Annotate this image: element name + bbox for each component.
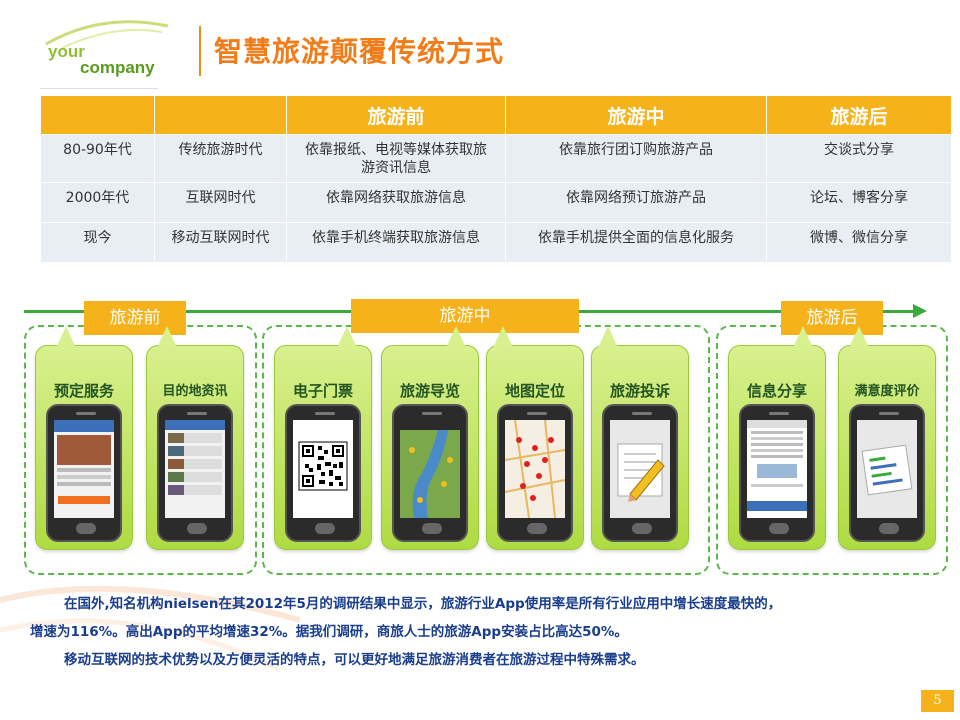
card-label: 地图定位: [504, 382, 565, 400]
card-pointer: [598, 326, 618, 348]
social-feed-screen-icon: [747, 420, 807, 518]
table-cell-age: 互联网时代: [155, 183, 286, 222]
table-row: 现今 移动互联网时代 依靠手机终端获取旅游信息 依靠手机提供全面的信息化服务 微…: [41, 223, 951, 262]
table-header-cell: [41, 96, 154, 134]
card-label: 旅游导览: [399, 382, 460, 400]
phone-icon: [497, 404, 573, 542]
company-logo: your company: [42, 18, 172, 90]
card-satisfaction: 满意度评价: [838, 326, 936, 550]
rating-sheet-icon: [857, 420, 917, 518]
card-booking: 预定服务: [35, 326, 133, 550]
card-map-location: 地图定位: [486, 326, 584, 550]
qr-code-icon: [293, 420, 353, 518]
destination-list-screen-icon: [165, 420, 225, 518]
table-row: 2000年代 互联网时代 依靠网络获取旅游信息 依靠网络预订旅游产品 论坛、博客…: [41, 183, 951, 222]
note-line-3: 移动互联网的技术优势以及方便灵活的特点，可以更好地满足旅游消费者在旅游过程中特殊…: [64, 652, 645, 668]
card-pointer: [793, 326, 813, 348]
table-cell-age: 传统旅游时代: [155, 135, 286, 182]
card-pointer: [849, 326, 869, 348]
phone-icon: [392, 404, 468, 542]
note-line-1: 在国外,知名机构nielsen在其2012年5月的调研结果中显示，旅游行业App…: [64, 596, 782, 612]
document-pencil-icon: [610, 420, 670, 518]
phone-icon: [849, 404, 925, 542]
card-destination-info: 目的地资讯: [146, 326, 244, 550]
card-pointer: [56, 326, 76, 348]
table-cell-before: 依靠手机终端获取旅游信息: [287, 223, 505, 262]
card-e-ticket: 电子门票: [274, 326, 372, 550]
card-label: 目的地资讯: [162, 384, 228, 399]
table-cell-during: 依靠旅行团订购旅游产品: [506, 135, 766, 182]
phone-icon: [739, 404, 815, 542]
page-title: 智慧旅游颠覆传统方式: [214, 35, 505, 68]
phone-icon: [285, 404, 361, 542]
page-number: 5: [921, 690, 954, 712]
card-pointer: [157, 326, 177, 348]
logo-underline: [40, 88, 158, 89]
table-header-during: 旅游中: [506, 96, 766, 134]
table-cell-after: 微博、微信分享: [767, 223, 951, 262]
card-pointer: [493, 326, 513, 348]
table-cell-during: 依靠手机提供全面的信息化服务: [506, 223, 766, 262]
guide-map-screen-icon: [400, 420, 460, 518]
card-tour-guide: 旅游导览: [381, 326, 479, 550]
logo-swoosh-icon: [45, 20, 169, 49]
table-cell-during: 依靠网络预订旅游产品: [506, 183, 766, 222]
card-pointer: [446, 326, 466, 348]
map-pin-screen-icon: [505, 420, 565, 518]
logo-text-your: your: [48, 42, 85, 61]
note-line-2: 增速为116%。高出App的平均增速32%。据我们调研，商旅人士的旅游App安装…: [30, 624, 628, 640]
table-header-row: 旅游前 旅游中 旅游后: [41, 96, 951, 134]
table-cell-era: 2000年代: [41, 183, 154, 222]
header-separator: [199, 26, 201, 76]
timeline-arrow-icon: [913, 304, 927, 318]
card-pointer: [337, 326, 357, 348]
card-label: 满意度评价: [854, 384, 920, 399]
card-label: 预定服务: [53, 382, 114, 400]
era-comparison-table: 旅游前 旅游中 旅游后 80-90年代 传统旅游时代 依靠报纸、电视等媒体获取旅…: [40, 95, 952, 263]
table-cell-after: 论坛、博客分享: [767, 183, 951, 222]
table-cell-before: 依靠网络获取旅游信息: [287, 183, 505, 222]
logo-text-company: company: [80, 58, 155, 77]
table-header-cell: [155, 96, 286, 134]
table-cell-era: 现今: [41, 223, 154, 262]
card-info-share: 信息分享: [728, 326, 826, 550]
card-label: 信息分享: [746, 382, 807, 400]
table-cell-era: 80-90年代: [41, 135, 154, 182]
card-label: 电子门票: [292, 382, 353, 400]
decorative-swoosh-icon: [0, 585, 300, 673]
table-cell-age: 移动互联网时代: [155, 223, 286, 262]
table-cell-before: 依靠报纸、电视等媒体获取旅游资讯信息: [287, 135, 505, 182]
card-label: 旅游投诉: [609, 382, 670, 400]
phone-icon: [157, 404, 233, 542]
table-cell-after: 交谈式分享: [767, 135, 951, 182]
card-complaint: 旅游投诉: [591, 326, 689, 550]
table-header-before: 旅游前: [287, 96, 505, 134]
table-row: 80-90年代 传统旅游时代 依靠报纸、电视等媒体获取旅游资讯信息 依靠旅行团订…: [41, 135, 951, 182]
table-header-after: 旅游后: [767, 96, 951, 134]
phone-icon: [602, 404, 678, 542]
booking-screen-icon: [54, 420, 114, 518]
phone-icon: [46, 404, 122, 542]
